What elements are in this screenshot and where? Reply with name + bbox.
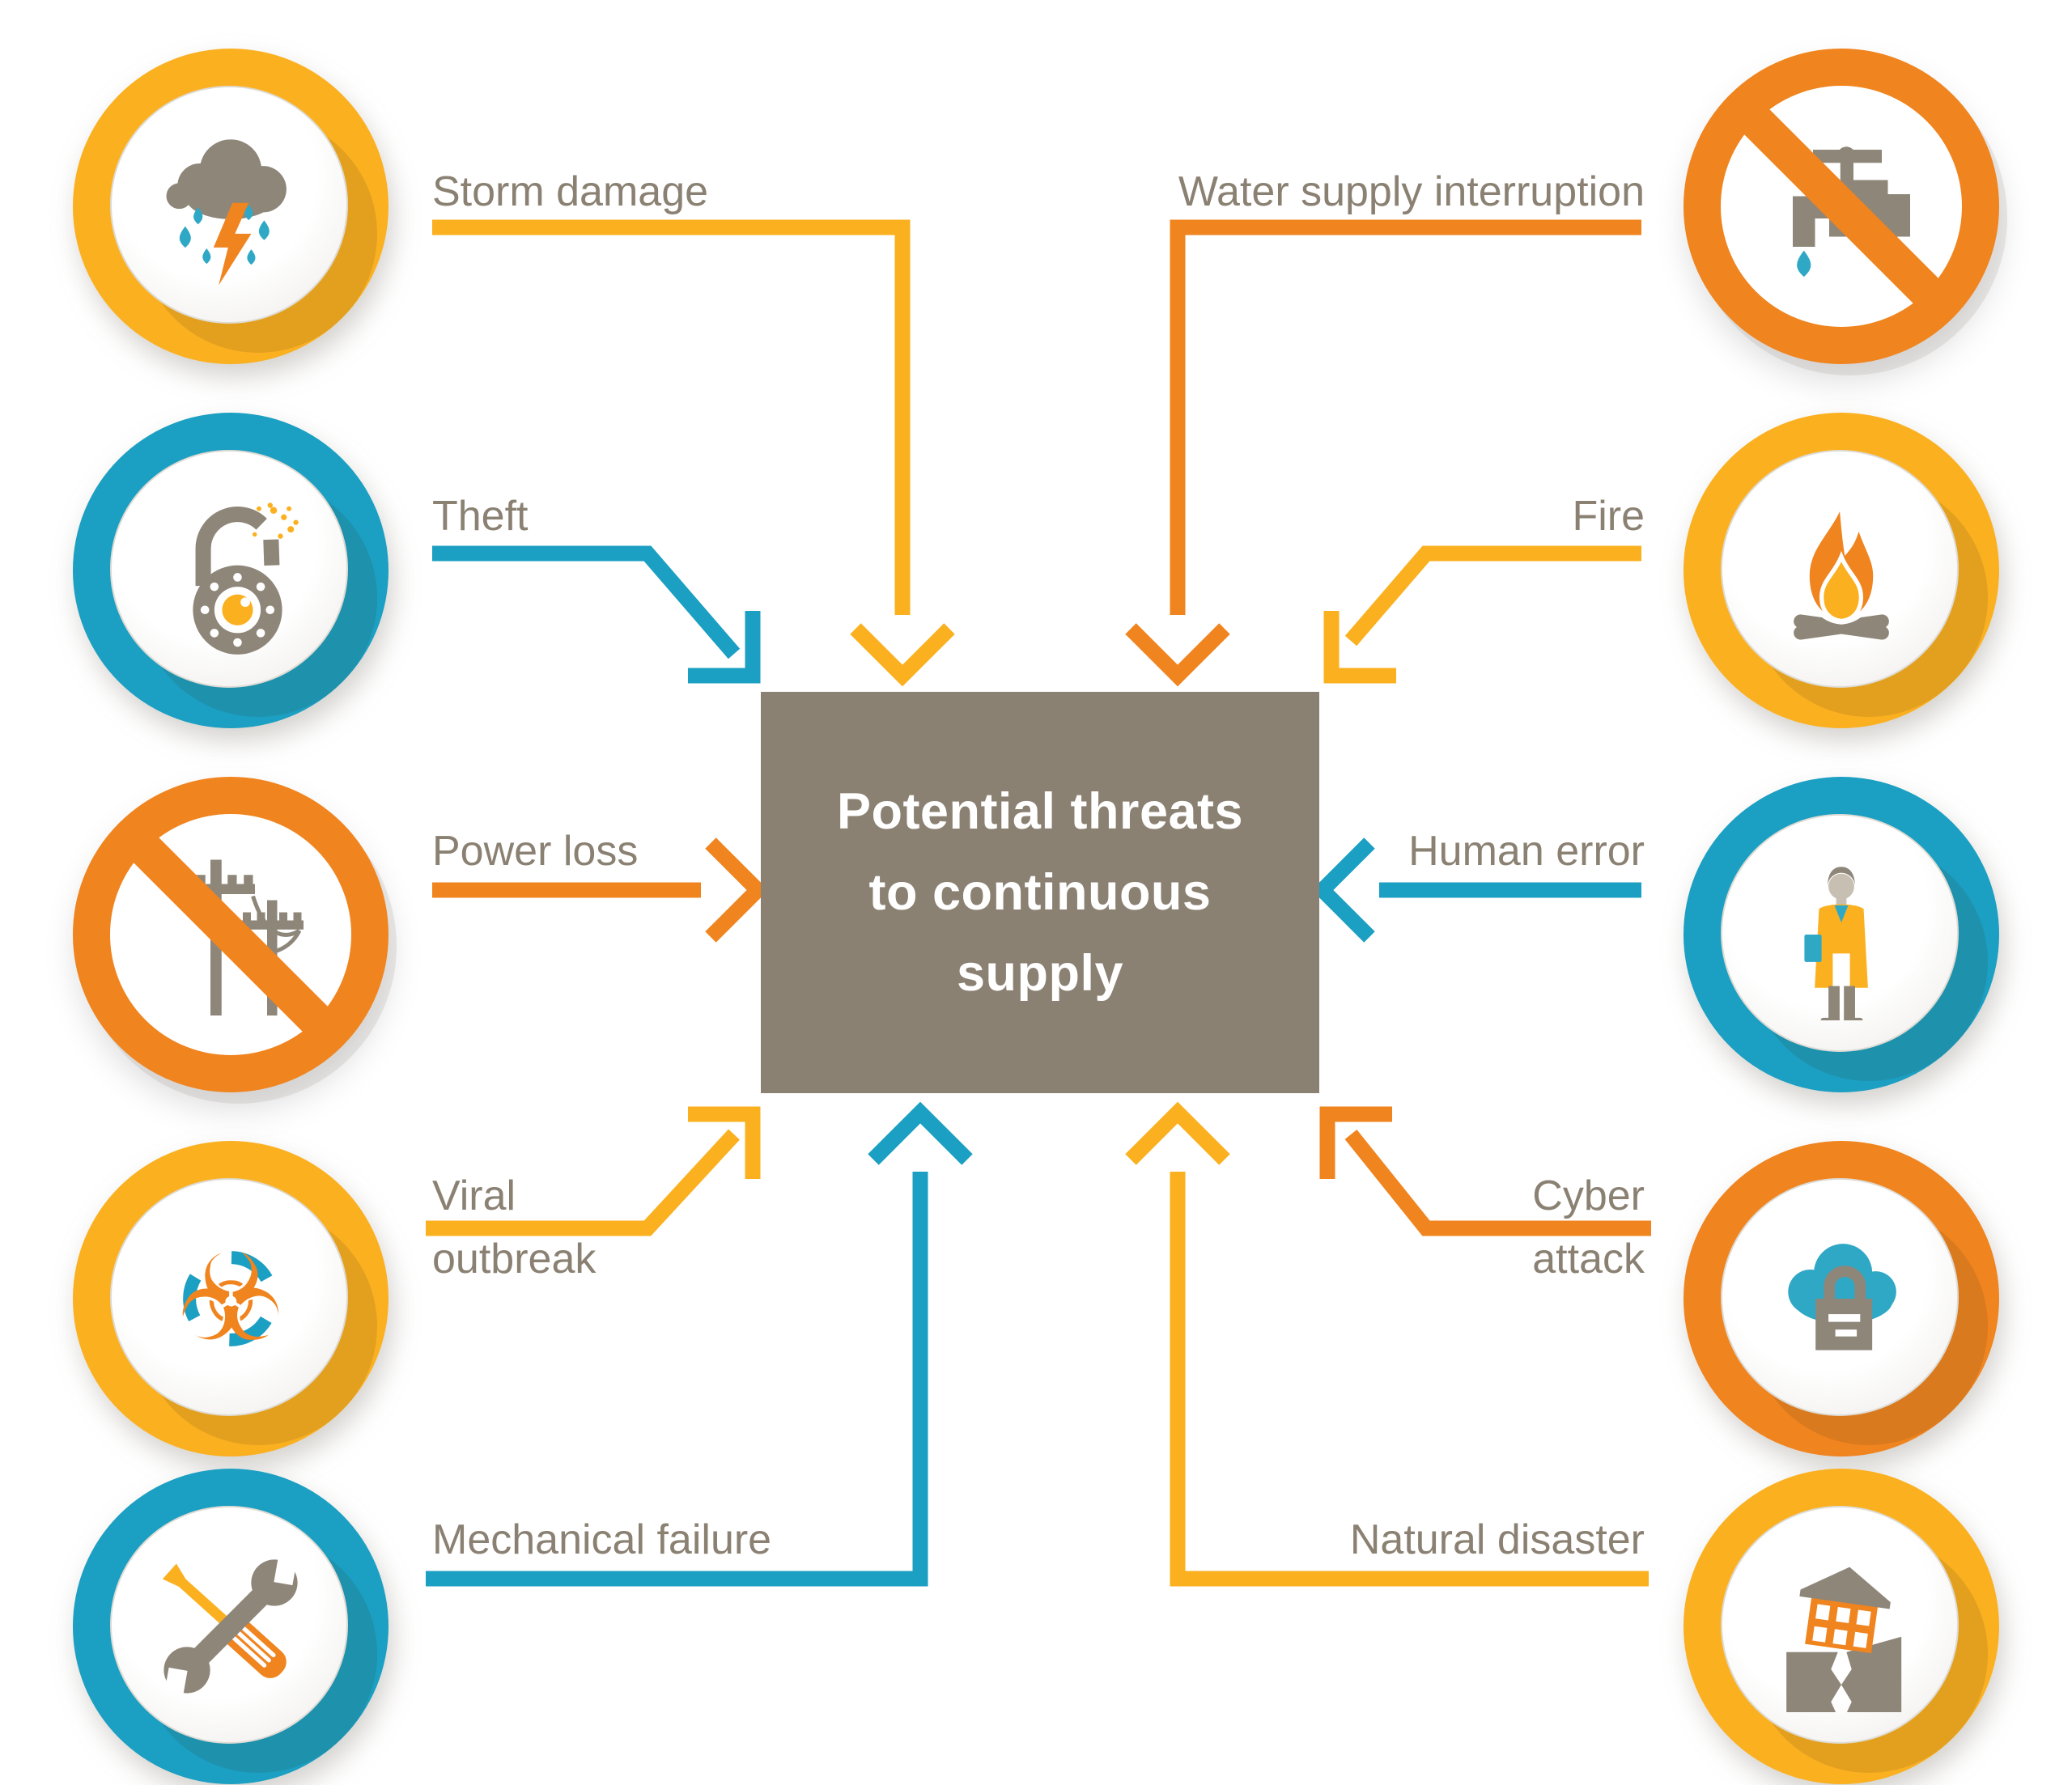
cloud-lock-icon bbox=[1788, 1244, 1896, 1350]
natural-disaster-arrow bbox=[1125, 1101, 1649, 1587]
power-loss-label: Power loss bbox=[432, 828, 639, 875]
center-title-line: Potential threats bbox=[836, 783, 1244, 840]
natural-disaster-label: Natural disaster bbox=[1349, 1516, 1645, 1563]
storm-damage-label: Storm damage bbox=[432, 168, 709, 215]
human-error-badge bbox=[1684, 777, 1999, 1092]
fire-badge bbox=[1684, 413, 1999, 728]
storm-damage-badge bbox=[73, 49, 388, 364]
earthquake-house-icon bbox=[1786, 1567, 1902, 1712]
flame-icon bbox=[1794, 499, 1889, 640]
theft-label: Theft bbox=[432, 493, 529, 540]
storm-damage-arrow bbox=[432, 219, 955, 687]
mechanical-failure-badge bbox=[73, 1469, 388, 1784]
power-loss-arrow bbox=[432, 837, 769, 943]
cyber-attack-arrow bbox=[1319, 1106, 1651, 1236]
tools-icon bbox=[162, 1558, 298, 1695]
water-supply-interruption-badge bbox=[1684, 49, 1999, 364]
center-title-line: supply bbox=[956, 945, 1124, 1002]
human-error-arrow bbox=[1311, 837, 1641, 943]
center-box: Potential threats to continuous supply bbox=[761, 692, 1319, 1093]
fire-arrow bbox=[1323, 545, 1641, 684]
power-loss-badge bbox=[73, 777, 388, 1092]
tilted-house bbox=[1799, 1567, 1891, 1654]
mechanical-failure-label: Mechanical failure bbox=[432, 1516, 772, 1563]
viral-outbreak-arrow bbox=[426, 1106, 761, 1236]
person-icon bbox=[1804, 867, 1868, 1020]
svg-text:☣: ☣ bbox=[176, 1228, 284, 1368]
biohazard-icon: ☣ bbox=[176, 1228, 284, 1368]
water-supply-interruption-label: Water supply interruption bbox=[1178, 168, 1645, 215]
theft-arrow bbox=[432, 545, 761, 684]
cyber-attack-badge bbox=[1684, 1141, 1999, 1456]
storm-cloud-icon bbox=[166, 139, 287, 286]
viral-outbreak-badge: ☣ bbox=[73, 1141, 388, 1456]
badge-disc bbox=[110, 1178, 348, 1416]
theft-badge bbox=[73, 413, 388, 728]
wrench bbox=[163, 1558, 298, 1695]
mechanical-failure-arrow bbox=[426, 1101, 973, 1587]
center-title-line: to continuous bbox=[868, 864, 1212, 921]
natural-disaster-badge bbox=[1684, 1469, 1999, 1784]
fire-label: Fire bbox=[1572, 493, 1645, 540]
water-supply-interruption-arrow bbox=[1125, 219, 1641, 687]
cut-padlock-icon bbox=[193, 502, 299, 655]
human-error-label: Human error bbox=[1408, 828, 1645, 875]
